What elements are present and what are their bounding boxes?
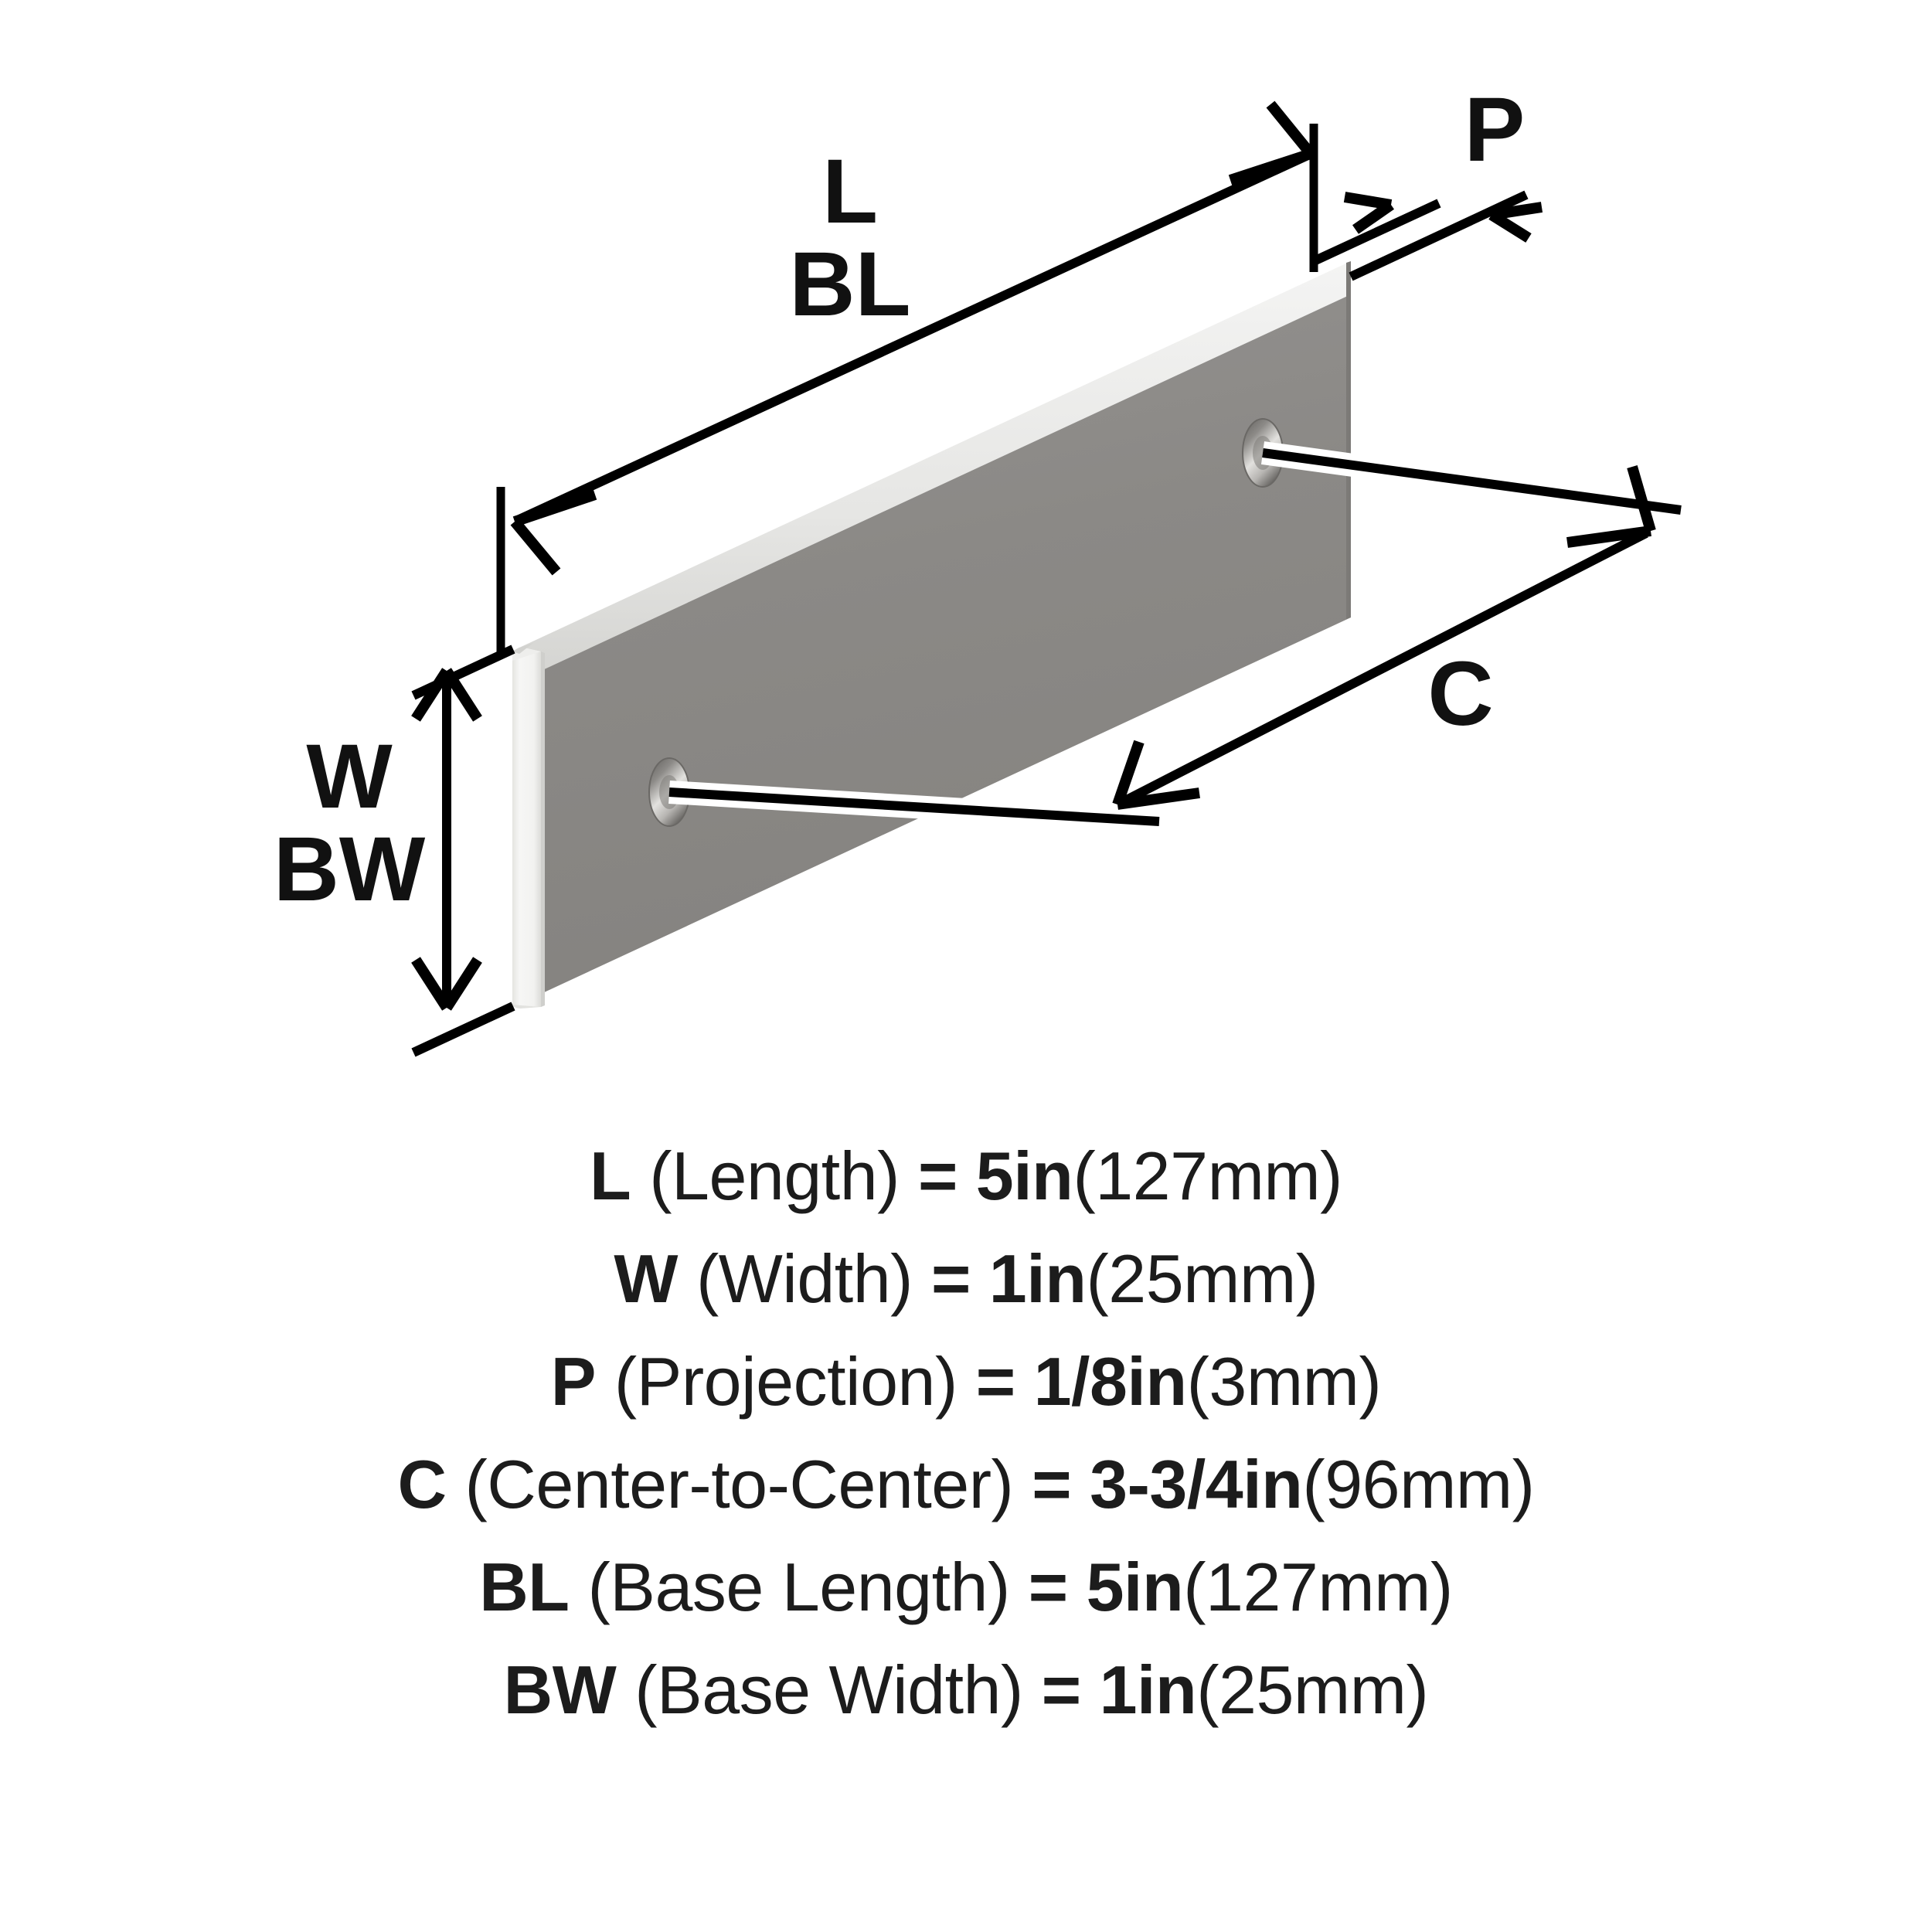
pull-front-face [519, 294, 1351, 1004]
hole-right-leader-line [1262, 448, 1682, 515]
spec-metric-base-length: (127mm) [1183, 1549, 1453, 1625]
spec-eq-base-length: = [1028, 1549, 1068, 1625]
pull-left-cap-bottom-round [512, 1002, 541, 1009]
center-to-center-dimension-line [1120, 529, 1648, 807]
width-arrowhead-top [411, 668, 482, 722]
length-dimension-line [517, 151, 1308, 524]
label-center-to-center: C [1427, 643, 1493, 745]
spec-desc-center-to-center: (Center-to-Center) [464, 1446, 1014, 1522]
dimension-center-to-center: C [668, 441, 1683, 833]
spec-metric-center-to-center: (96mm) [1302, 1446, 1535, 1522]
pull-top-left-corner [512, 643, 533, 654]
spec-line-base-width: BW (Base Width) = 1in(25mm) [504, 1638, 1429, 1741]
spec-value-center-to-center: 3-3/4in [1090, 1446, 1303, 1522]
spec-eq-center-to-center: = [1032, 1446, 1072, 1522]
spec-eq-projection: = [975, 1343, 1015, 1420]
spec-code-center-to-center: C [397, 1446, 447, 1522]
spec-value-base-length: 5in [1086, 1549, 1184, 1625]
pull-left-end-cap-face [512, 651, 541, 1007]
spec-desc-projection: (Projection) [614, 1343, 957, 1420]
spec-value-length: 5in [975, 1138, 1073, 1214]
width-arrowhead-bottom [411, 957, 482, 1011]
spec-line-projection: P (Projection) = 1/8in(3mm) [551, 1330, 1382, 1433]
spec-line-center-to-center: C (Center-to-Center) = 3-3/4in(96mm) [397, 1433, 1535, 1536]
center-to-center-arrowhead-upper [1566, 465, 1656, 548]
label-projection: P [1464, 79, 1526, 181]
hole-left-leader-line [668, 787, 1160, 826]
dimension-spec-list: L (Length) = 5in(127mm) W (Width) = 1in(… [0, 1124, 1932, 1932]
spec-eq-length: = [917, 1138, 957, 1214]
pull-top-bevel-face [519, 261, 1351, 681]
label-base-length: BL [789, 233, 910, 335]
length-arrowhead-left [510, 489, 597, 576]
projection-reference-line-near [1311, 199, 1441, 266]
spec-desc-base-width: (Base Width) [634, 1651, 1023, 1728]
width-extension-line-bottom [411, 1002, 515, 1057]
spec-metric-length: (127mm) [1073, 1138, 1342, 1214]
spec-value-projection: 1/8in [1033, 1343, 1188, 1420]
spec-eq-width: = [930, 1240, 971, 1317]
spec-desc-base-length: (Base Length) [587, 1549, 1010, 1625]
spec-code-projection: P [550, 1343, 597, 1420]
spec-desc-length: (Length) [649, 1138, 900, 1214]
projection-arrowhead-right [1488, 202, 1543, 243]
spec-desc-width: (Width) [696, 1240, 913, 1317]
label-width: W [306, 726, 393, 828]
spec-metric-projection: (3mm) [1186, 1343, 1382, 1420]
spec-code-base-length: BL [479, 1549, 570, 1625]
dimension-width: W BW [274, 645, 515, 1057]
dimension-projection: P [1311, 79, 1543, 281]
spec-line-width: W (Width) = 1in(25mm) [614, 1227, 1318, 1330]
spec-value-width: 1in [988, 1240, 1087, 1317]
spec-eq-base-width: = [1041, 1651, 1081, 1728]
cabinet-pull-3d-body [512, 261, 1351, 1009]
dimension-length: L BL [496, 100, 1318, 654]
spec-code-width: W [614, 1240, 678, 1317]
spec-code-base-width: BW [503, 1651, 617, 1728]
spec-line-length: L (Length) = 5in(127mm) [590, 1124, 1342, 1227]
spec-line-base-length: BL (Base Length) = 5in(127mm) [479, 1536, 1453, 1638]
pull-left-cap-inner-edge [541, 651, 545, 1007]
projection-arrowhead-left [1343, 192, 1394, 234]
center-to-center-arrowhead-lower [1112, 740, 1200, 810]
projection-reference-line-far [1349, 190, 1529, 281]
label-length: L [822, 141, 878, 243]
label-base-width: BW [274, 818, 426, 920]
spec-metric-width: (25mm) [1086, 1240, 1318, 1317]
spec-metric-base-width: (25mm) [1196, 1651, 1429, 1728]
spec-code-length: L [590, 1138, 631, 1214]
pull-right-end-face [1346, 261, 1351, 619]
spec-value-base-width: 1in [1099, 1651, 1197, 1728]
product-dimension-drawing: L BL P W BW [274, 79, 1683, 1057]
length-arrowhead-right [1228, 100, 1315, 185]
